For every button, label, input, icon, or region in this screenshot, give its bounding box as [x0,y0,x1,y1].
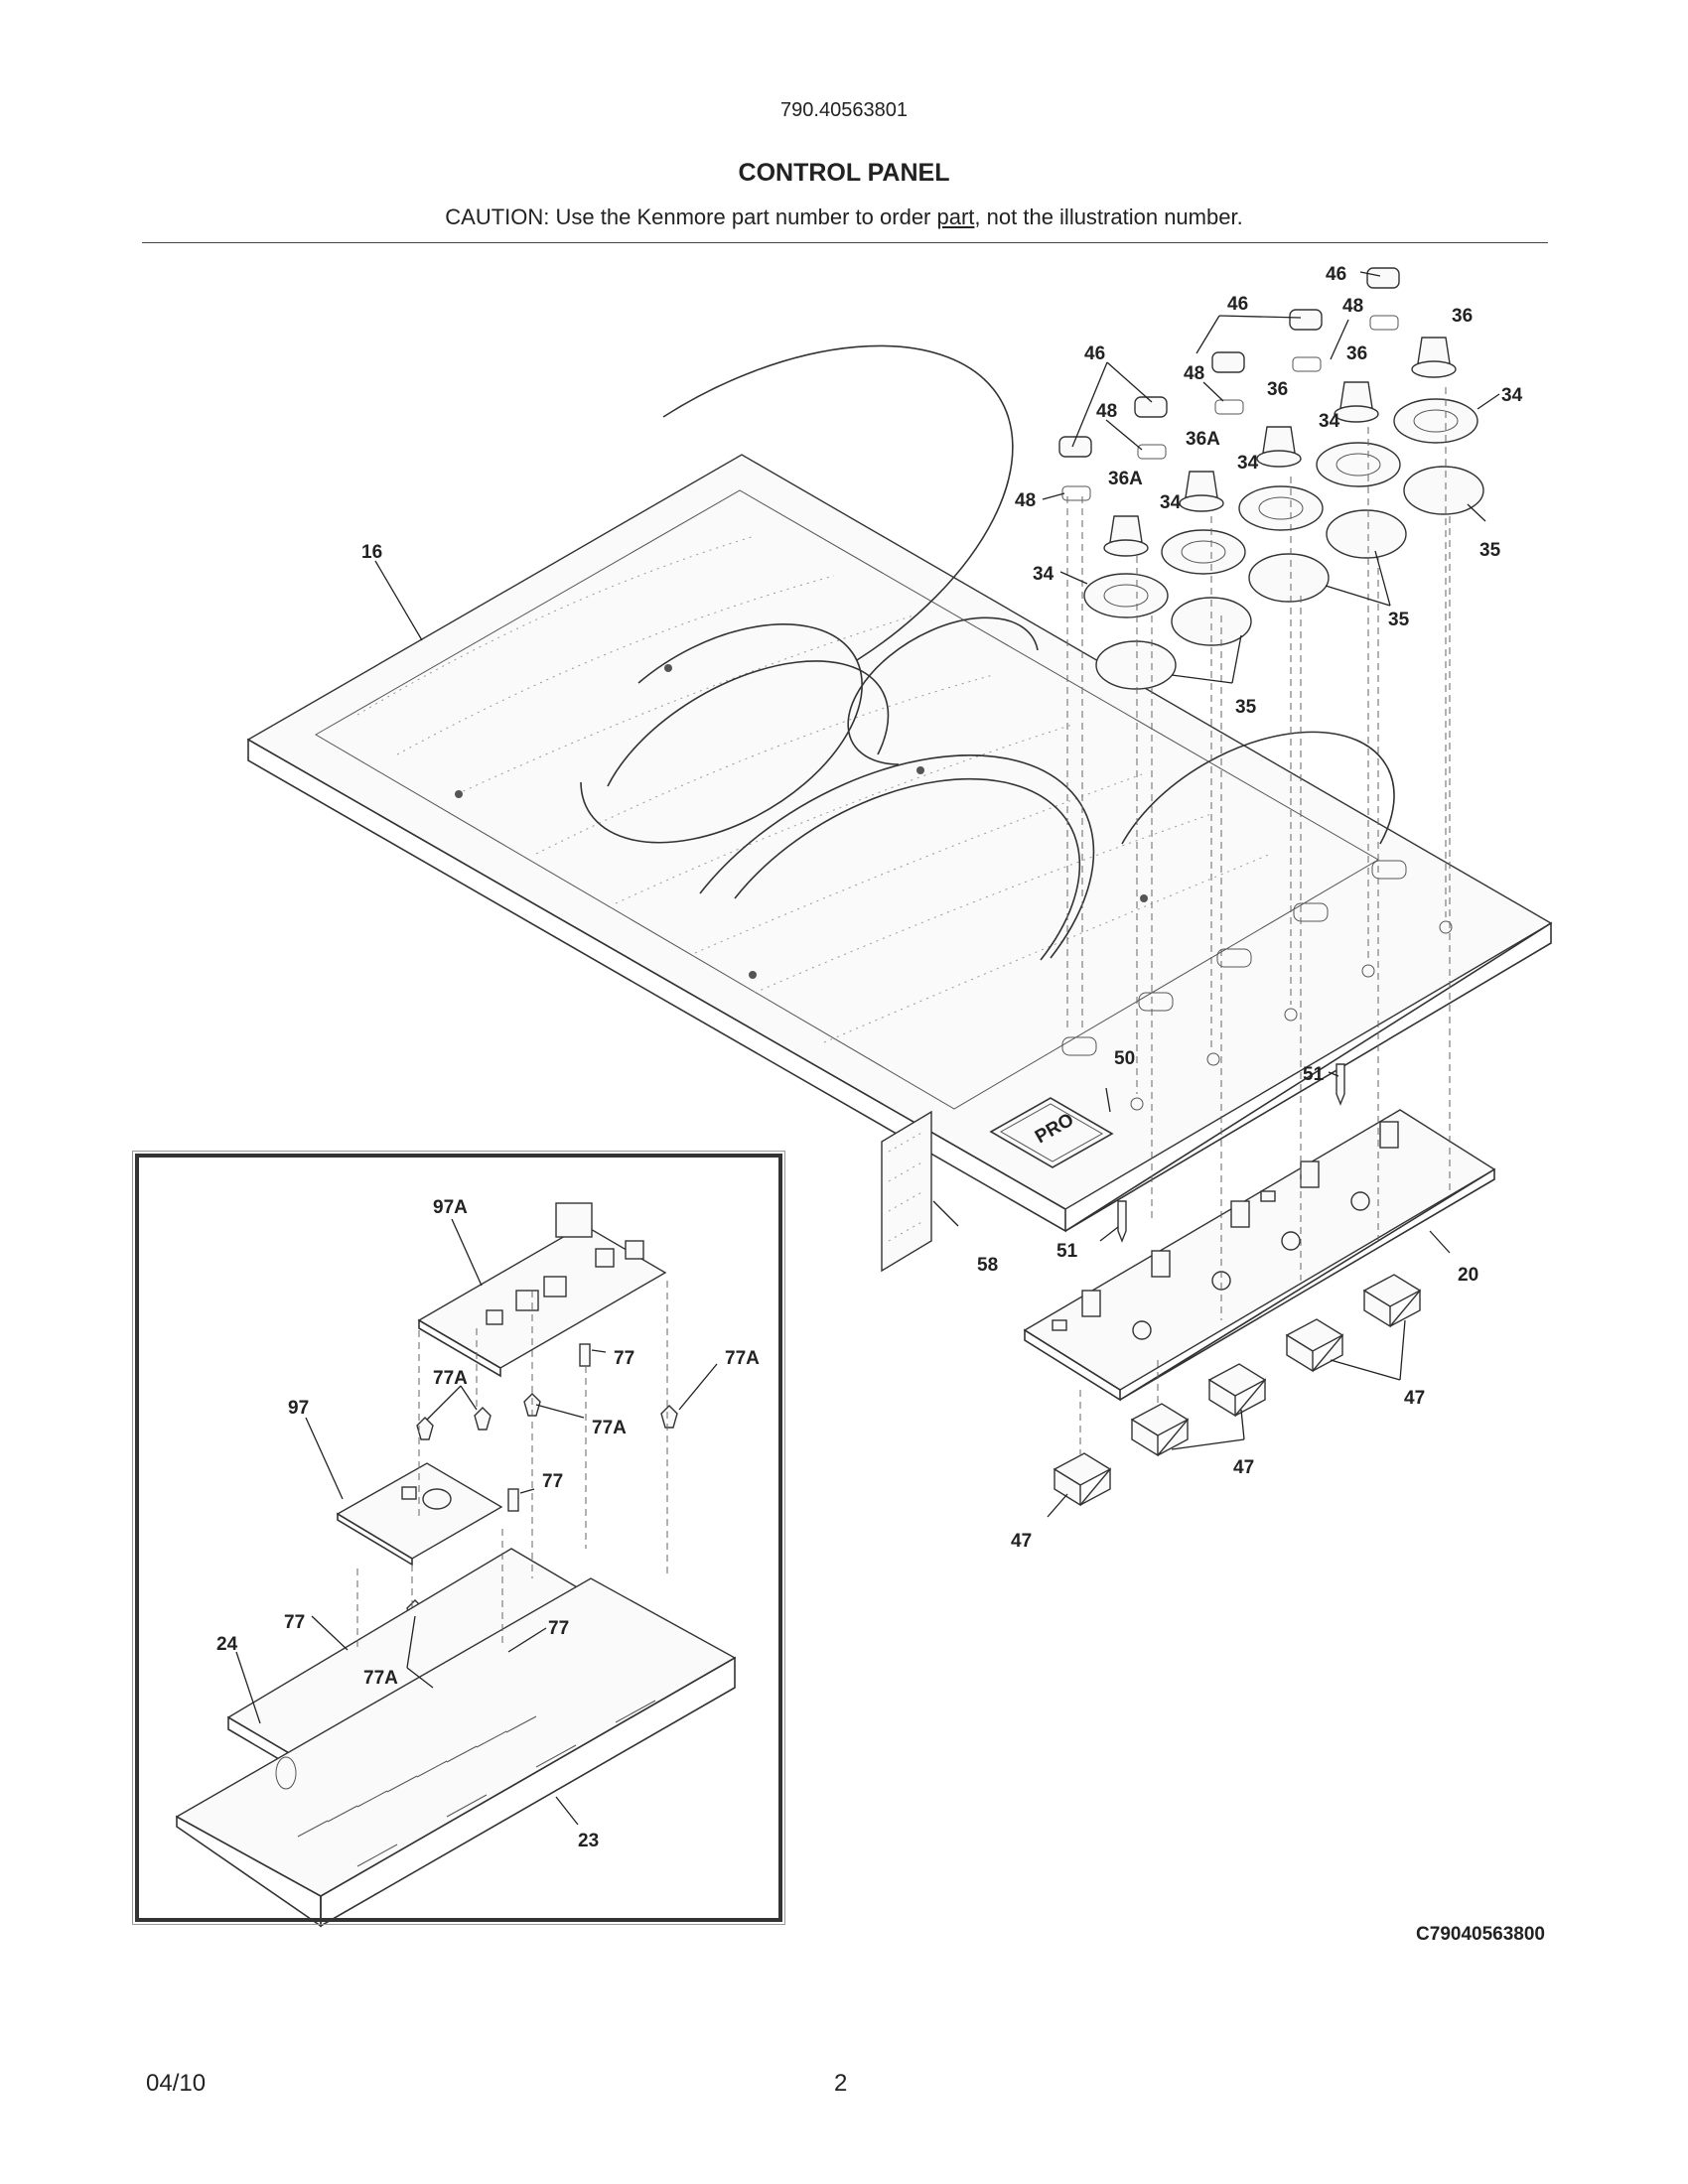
callout-36: 36 [1346,343,1367,364]
callout-77A: 77A [433,1368,468,1389]
callout-47: 47 [1404,1388,1425,1409]
caution-prefix: CAUTION: Use the Kenmore part number to … [445,205,937,229]
page-number: 2 [834,2070,848,2097]
inset-frame [132,1151,785,1925]
callout-34: 34 [1319,411,1340,432]
callout-34: 34 [1033,564,1055,585]
callout-23: 23 [578,1831,599,1851]
callout-35: 35 [1388,610,1410,630]
page-title: CONTROL PANEL [738,159,950,187]
callout-34: 34 [1237,453,1259,474]
callout-48: 48 [1096,401,1117,422]
callout-24: 24 [216,1634,238,1655]
diagram-code: C79040563800 [1416,1924,1545,1945]
callout-51: 51 [1303,1064,1325,1085]
callout-77A: 77A [363,1668,398,1689]
callout-46: 46 [1227,294,1248,315]
callout-labels: 16 46 46 46 48 48 48 48 36 36 36 36A 36A… [216,264,1523,1851]
relays-47 [1053,1274,1422,1507]
callout-47: 47 [1233,1457,1254,1478]
callout-48: 48 [1184,363,1204,384]
callout-77: 77 [284,1612,305,1633]
pins-51 [1117,1063,1345,1243]
callout-47: 47 [1011,1531,1032,1552]
control-board [1023,1109,1496,1402]
inset-diagram [175,1202,737,1928]
leader-lines [374,271,1500,1518]
callout-35: 35 [1235,697,1257,718]
knob-slots [1061,860,1453,1111]
callout-50: 50 [1114,1048,1135,1069]
callout-36A: 36A [1186,429,1220,450]
callout-36: 36 [1452,306,1473,327]
callout-36: 36 [1267,379,1288,400]
part-link[interactable]: part [936,205,975,229]
callout-77: 77 [614,1348,634,1369]
model-number: 790.40563801 [780,99,908,121]
footer-date: 04/10 [146,2070,207,2097]
callout-97: 97 [288,1398,309,1419]
callout-51: 51 [1056,1241,1078,1262]
callout-77: 77 [542,1471,563,1492]
alignment-lines [1066,387,1451,1454]
caution-suffix: , not the illustration number. [974,205,1243,229]
cooktop-glass: PRO [246,344,1553,1233]
knob-assemblies [1058,267,1484,690]
callout-20: 20 [1458,1265,1478,1286]
callout-46: 46 [1084,343,1105,364]
callout-16: 16 [361,542,382,563]
callout-48: 48 [1015,490,1036,511]
callout-97A: 97A [433,1197,468,1218]
callout-34: 34 [1160,492,1182,513]
header-divider [142,242,1548,243]
callout-36A: 36A [1108,469,1143,489]
callout-77A: 77A [592,1418,627,1438]
callout-35: 35 [1479,540,1501,561]
callout-77: 77 [548,1618,569,1639]
caution-note: CAUTION: Use the Kenmore part number to … [0,205,1688,230]
bracket-58 [881,1110,932,1273]
callout-34: 34 [1501,385,1523,406]
callout-77A: 77A [725,1348,760,1369]
callout-58: 58 [977,1255,998,1276]
callout-48: 48 [1342,296,1363,317]
callout-46: 46 [1326,264,1346,285]
